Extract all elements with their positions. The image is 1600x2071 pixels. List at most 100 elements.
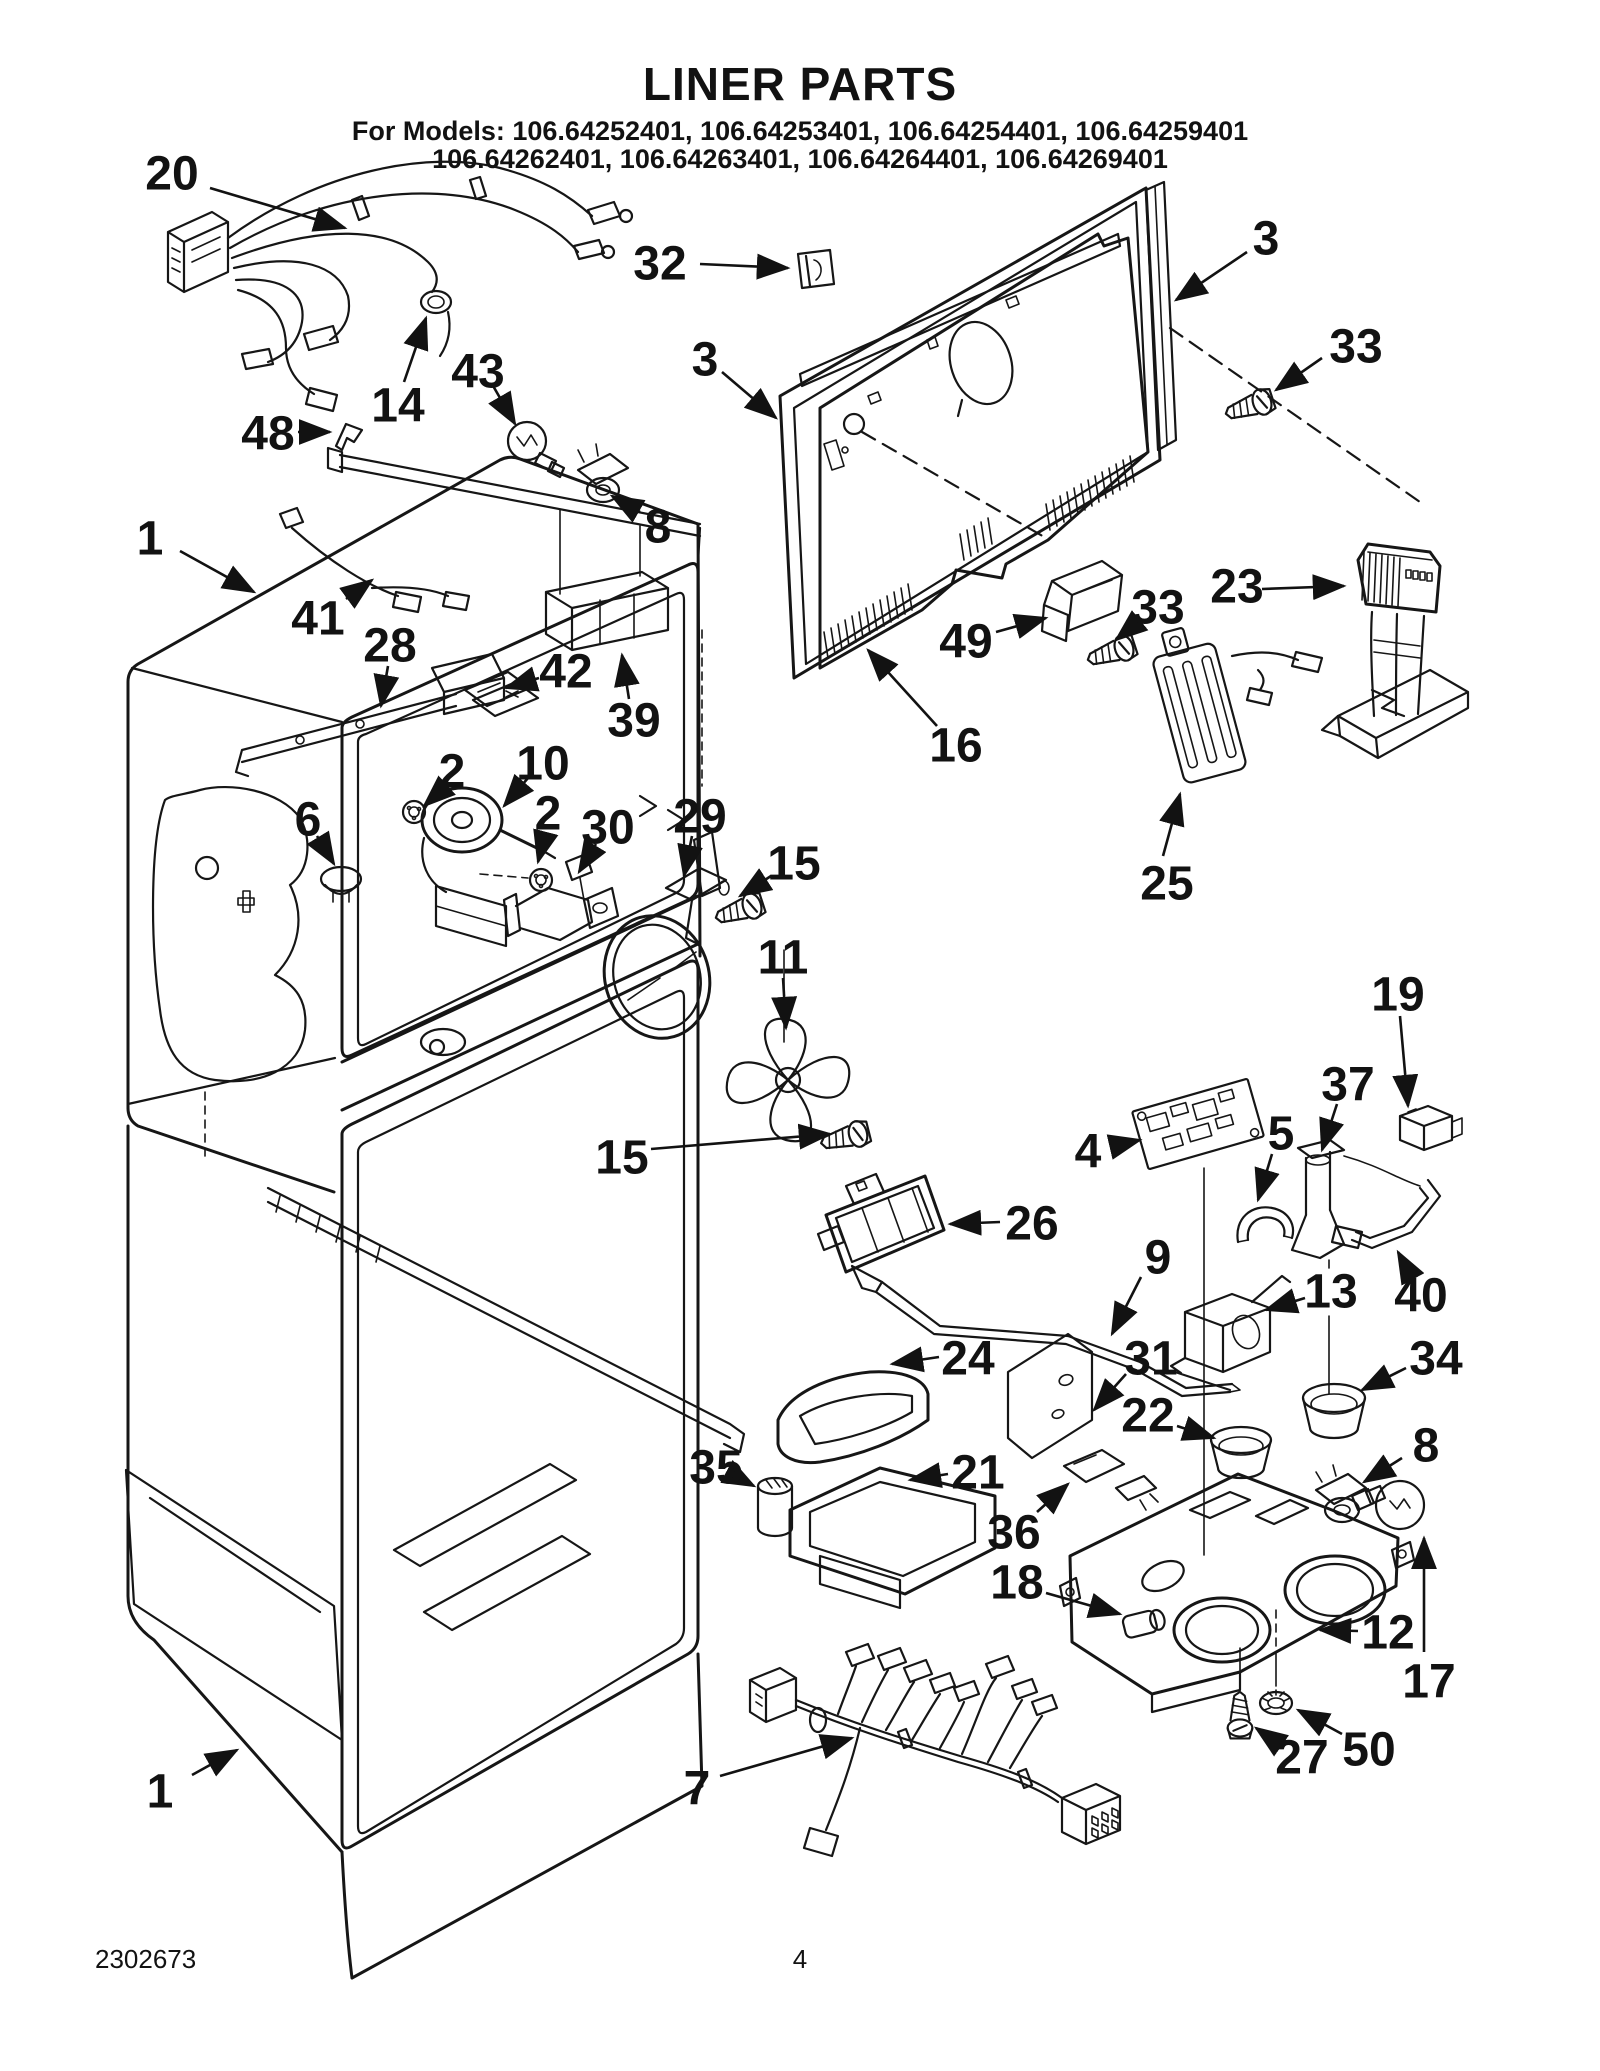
- callout-arrow: [650, 1123, 833, 1151]
- callout-arrow: [1106, 1134, 1143, 1160]
- callout-number: 24: [941, 1332, 995, 1385]
- callout-arrow: [1273, 356, 1323, 392]
- callout-number: 28: [363, 619, 416, 672]
- callout-number: 35: [689, 1441, 742, 1494]
- cover-plate-31-drawing: [1006, 1332, 1094, 1460]
- callout-arrow: [373, 665, 400, 709]
- callout-arrow: [402, 315, 429, 383]
- part-callout-11: 11: [758, 931, 808, 1031]
- lamp-cup-34-drawing: [1301, 1382, 1367, 1440]
- fuse-18-drawing: [1121, 1608, 1166, 1639]
- callout-number: 17: [1402, 1655, 1455, 1708]
- part-callout-3: 3: [1173, 212, 1279, 302]
- callout-arrow: [1092, 1373, 1127, 1412]
- part-callout-33: 33: [1273, 320, 1383, 392]
- switch-19-drawing: [1398, 1104, 1463, 1152]
- part-callout-2: 2: [422, 745, 465, 808]
- air-duct-24-drawing: [776, 1370, 930, 1465]
- part-callout-7: 7: [684, 1734, 855, 1815]
- lamp-cup-22-drawing: [1209, 1425, 1273, 1480]
- callout-arrow: [1261, 574, 1347, 601]
- part-callout-6: 6: [295, 793, 336, 867]
- part-callout-24: 24: [889, 1332, 995, 1385]
- part-callout-20: 20: [145, 147, 348, 232]
- callout-number: 10: [516, 737, 569, 790]
- part-callout-3: 3: [692, 333, 778, 420]
- screw-15a-drawing: [710, 889, 768, 932]
- clip-48-drawing: [334, 422, 364, 452]
- callout-number: 25: [1140, 857, 1193, 910]
- callout-arrow: [677, 835, 703, 879]
- callout-arrow: [719, 1734, 855, 1778]
- part-callout-15: 15: [737, 837, 821, 898]
- duct-gasket-drawing: [602, 914, 712, 1040]
- part-callout-27: 27: [1253, 1726, 1329, 1784]
- callout-arrow: [995, 613, 1049, 639]
- spacer-35-drawing: [756, 1476, 794, 1538]
- callout-number: 49: [939, 615, 992, 668]
- part-callout-39: 39: [607, 652, 661, 747]
- callout-arrow: [1396, 1249, 1425, 1286]
- part-callout-14: 14: [371, 315, 429, 432]
- part-callout-33: 33: [1113, 581, 1185, 642]
- part-callout-19: 19: [1371, 968, 1425, 1109]
- part-callout-10: 10: [502, 737, 570, 808]
- part-callout-43: 43: [451, 345, 517, 427]
- callout-number: 4: [1075, 1125, 1102, 1178]
- part-callout-41: 41: [291, 578, 375, 645]
- part-callout-40: 40: [1394, 1249, 1448, 1322]
- callout-number: 40: [1394, 1269, 1447, 1322]
- clip-32-drawing: [796, 248, 836, 290]
- part-callout-49: 49: [939, 613, 1049, 668]
- part-callout-32: 32: [633, 237, 791, 290]
- air-deflector-49-drawing: [1040, 559, 1124, 643]
- callout-number: 21: [951, 1446, 1004, 1499]
- callout-number: 33: [1329, 320, 1382, 373]
- callout-arrow: [721, 371, 778, 420]
- screw-27-drawing: [1226, 1690, 1254, 1740]
- callout-arrow: [609, 494, 646, 523]
- callout-arrow: [1036, 1482, 1070, 1515]
- callout-number: 6: [295, 793, 322, 846]
- defrost-heater-25-drawing: [1152, 627, 1324, 784]
- callout-number: 1: [147, 1765, 174, 1818]
- callout-arrow: [488, 383, 517, 427]
- wire-41-drawing: [278, 506, 471, 614]
- callout-arrow: [1263, 1288, 1306, 1314]
- callout-arrow: [1361, 1454, 1403, 1484]
- part-callout-22: 22: [1121, 1389, 1217, 1442]
- part-callout-35: 35: [689, 1441, 757, 1494]
- part-callout-1: 1: [137, 512, 257, 594]
- callout-number: 34: [1409, 1332, 1463, 1385]
- callout-number: 7: [684, 1762, 711, 1815]
- callout-arrow: [1045, 1591, 1123, 1618]
- light-bulb-17-drawing: [1350, 1479, 1426, 1531]
- part-callout-31: 31: [1092, 1332, 1178, 1412]
- callout-number: 1: [137, 512, 164, 565]
- part-callout-13: 13: [1263, 1265, 1358, 1318]
- part-callout-12: 12: [1317, 1606, 1415, 1659]
- callout-number: 26: [1005, 1197, 1058, 1250]
- callout-number: 8: [645, 500, 672, 553]
- page-number: 4: [793, 1944, 807, 1974]
- plate-36-drawing: [1062, 1448, 1159, 1511]
- callout-number: 20: [145, 147, 198, 200]
- part-callout-26: 26: [947, 1197, 1059, 1250]
- callout-number: 33: [1131, 581, 1184, 634]
- lamp-socket-8-drawing: [576, 443, 630, 504]
- callout-arrow: [1159, 791, 1185, 857]
- screw-33b-drawing: [1082, 631, 1140, 674]
- part-callout-29: 29: [673, 790, 727, 879]
- callout-number: 5: [1268, 1107, 1295, 1160]
- models-line-2: 106.64262401, 106.64263401, 106.64264401…: [432, 144, 1168, 174]
- callout-arrow: [577, 838, 607, 875]
- part-callout-2: 2: [533, 787, 561, 865]
- callout-number: 9: [1145, 1231, 1172, 1284]
- air-tower-23-drawing: [1320, 542, 1470, 760]
- callout-number: 31: [1124, 1332, 1177, 1385]
- callout-arrow: [191, 1748, 240, 1777]
- callout-arrow: [866, 648, 938, 727]
- liner-cabinet-drawing: [124, 455, 746, 1980]
- callout-arrow: [179, 549, 257, 594]
